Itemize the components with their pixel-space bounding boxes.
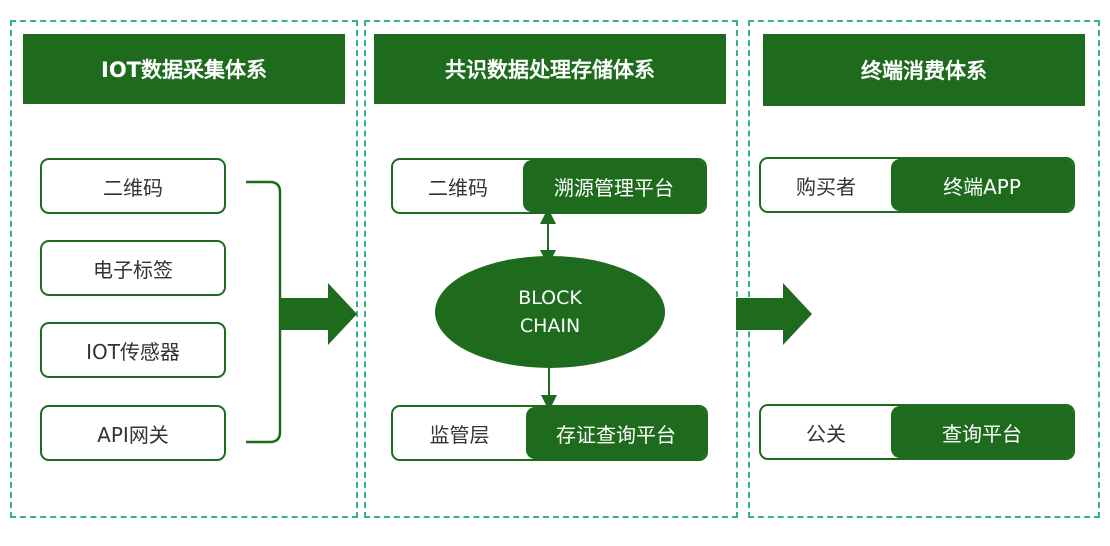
- terminal-bottom-right: 查询平台: [891, 406, 1073, 458]
- panel-terminal: [748, 20, 1100, 518]
- header-iot: IOT数据采集体系: [23, 34, 345, 104]
- consensus-top-left: 二维码: [428, 175, 488, 200]
- iot-item-rfid-tag: 电子标签: [40, 240, 226, 296]
- blockchain-label-line1: BLOCK: [518, 287, 582, 309]
- panel-consensus: [364, 20, 738, 518]
- iot-item-qrcode: 二维码: [40, 158, 226, 214]
- terminal-bottom-combo: 公关 查询平台: [759, 404, 1075, 460]
- terminal-top-combo: 购买者 终端APP: [759, 157, 1075, 213]
- consensus-top-right: 溯源管理平台: [523, 160, 705, 212]
- terminal-top-left: 购买者: [796, 174, 856, 199]
- panel-iot: [10, 20, 358, 518]
- blockchain-label-line2: CHAIN: [519, 315, 581, 337]
- header-terminal: 终端消费体系: [763, 34, 1085, 106]
- header-consensus: 共识数据处理存储体系: [374, 34, 726, 104]
- iot-item-api-gateway: API网关: [40, 405, 226, 461]
- consensus-top-combo: 二维码 溯源管理平台: [391, 158, 707, 214]
- terminal-bottom-left: 公关: [806, 421, 846, 446]
- consensus-bottom-combo: 监管层 存证查询平台: [391, 405, 708, 461]
- blockchain-label: BLOCK CHAIN: [470, 284, 630, 340]
- iot-item-sensor: IOT传感器: [40, 322, 226, 378]
- consensus-bottom-left: 监管层: [429, 422, 490, 447]
- consensus-bottom-right: 存证查询平台: [526, 407, 706, 459]
- iot-bracket: [246, 180, 282, 444]
- terminal-top-right: 终端APP: [891, 159, 1073, 211]
- arrow-iot-to-consensus-icon: [281, 283, 357, 345]
- arrow-consensus-to-terminal-icon: [736, 283, 812, 345]
- blockchain-ellipse: [435, 256, 665, 368]
